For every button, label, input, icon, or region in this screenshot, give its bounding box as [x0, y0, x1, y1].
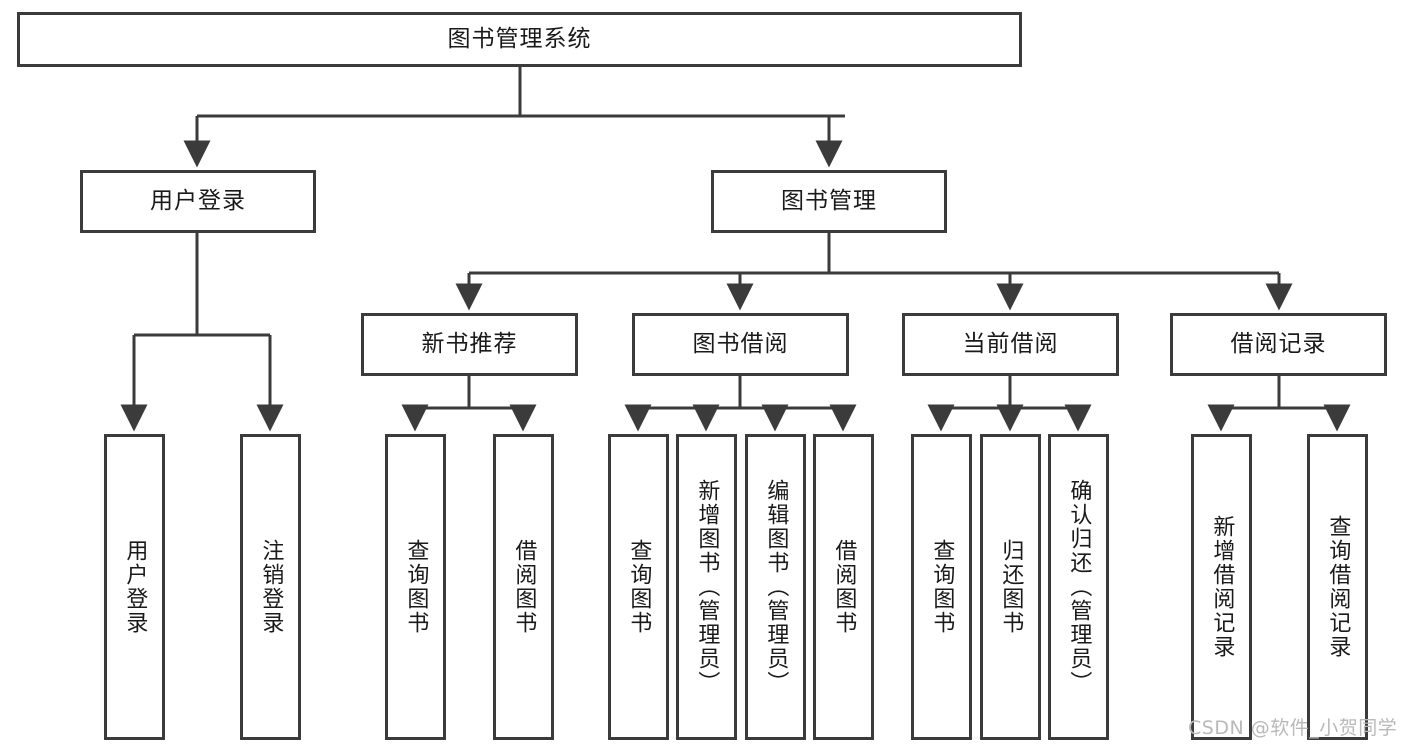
leaf-book-borrow-edit[interactable]: 编辑图书（管理员）: [745, 434, 806, 740]
node-book-manage[interactable]: 图书管理: [711, 170, 947, 233]
leaf-borrow-record-query[interactable]: 查询借阅记录: [1307, 434, 1368, 740]
node-root[interactable]: 图书管理系统: [17, 12, 1022, 67]
leaf-user-login-login[interactable]: 用户登录: [104, 434, 165, 740]
leaf-label: 编辑图书（管理员）: [763, 479, 789, 695]
node-borrow-record-label: 借阅记录: [1230, 330, 1327, 357]
leaf-label: 借阅图书: [511, 539, 537, 635]
leaf-label: 查询图书: [626, 539, 652, 635]
leaf-book-borrow-borrow[interactable]: 借阅图书: [813, 434, 874, 740]
leaf-label: 确认归还（管理员）: [1066, 479, 1092, 695]
node-book-borrow-label: 图书借阅: [692, 330, 789, 357]
csdn-watermark: CSDN @软件_小贺同学: [1188, 717, 1398, 739]
leaf-new-book-query[interactable]: 查询图书: [385, 434, 446, 740]
node-new-book-recommend-label: 新书推荐: [421, 330, 518, 357]
node-current-borrow-label: 当前借阅: [962, 330, 1059, 357]
node-current-borrow[interactable]: 当前借阅: [902, 313, 1119, 376]
node-new-book-recommend[interactable]: 新书推荐: [361, 313, 578, 376]
node-root-label: 图书管理系统: [447, 25, 592, 52]
node-user-login-label: 用户登录: [150, 187, 246, 214]
leaf-label: 归还图书: [998, 539, 1024, 635]
leaf-current-borrow-query[interactable]: 查询图书: [911, 434, 972, 740]
leaf-label: 新增借阅记录: [1209, 515, 1235, 659]
leaf-label: 注销登录: [258, 539, 284, 635]
leaf-new-book-borrow[interactable]: 借阅图书: [493, 434, 554, 740]
node-user-login[interactable]: 用户登录: [80, 170, 316, 233]
node-borrow-record[interactable]: 借阅记录: [1170, 313, 1387, 376]
leaf-user-login-logout[interactable]: 注销登录: [240, 434, 301, 740]
leaf-book-borrow-add[interactable]: 新增图书（管理员）: [676, 434, 737, 740]
node-book-manage-label: 图书管理: [781, 187, 877, 214]
node-book-borrow[interactable]: 图书借阅: [632, 313, 849, 376]
leaf-label: 新增图书（管理员）: [694, 479, 720, 695]
leaf-book-borrow-query[interactable]: 查询图书: [608, 434, 669, 740]
leaf-label: 查询图书: [403, 539, 429, 635]
leaf-label: 借阅图书: [831, 539, 857, 635]
leaf-current-borrow-confirm-return[interactable]: 确认归还（管理员）: [1048, 434, 1109, 740]
leaf-current-borrow-return[interactable]: 归还图书: [980, 434, 1041, 740]
leaf-label: 查询图书: [929, 539, 955, 635]
leaf-label: 查询借阅记录: [1325, 515, 1351, 659]
leaf-label: 用户登录: [122, 539, 148, 635]
leaf-borrow-record-add[interactable]: 新增借阅记录: [1191, 434, 1252, 740]
